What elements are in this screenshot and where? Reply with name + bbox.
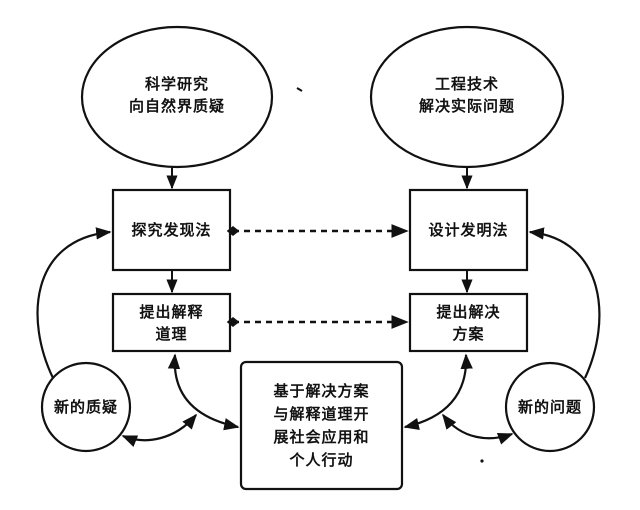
application-line-1: 基于解决方案 <box>273 381 370 400</box>
engineering-line-2: 解决实际问题 <box>418 97 515 115</box>
explanation-label: 提出解释 道理 <box>113 294 230 351</box>
new-problem-circle <box>504 361 596 453</box>
solution-box <box>408 292 529 353</box>
science-ellipse <box>80 25 274 169</box>
science-line-1: 科学研究 <box>144 75 209 93</box>
curve-explanation-to-application <box>167 353 240 431</box>
application-box <box>239 360 404 491</box>
curve-new-problem-to-design <box>528 227 601 379</box>
inquiry-method-label: 探究发现法 <box>113 190 230 270</box>
curve-solution-to-application <box>403 353 473 430</box>
scan-dot <box>480 459 484 463</box>
application-line-3: 展社会应用和 <box>273 427 370 446</box>
inquiry-method-line-1: 探究发现法 <box>131 221 212 239</box>
solution-line-1: 提出解决 <box>436 302 501 321</box>
application-line-4: 个人行动 <box>289 450 354 469</box>
new-problem-line-1: 新的问题 <box>517 398 582 416</box>
design-method-box <box>408 188 529 272</box>
solution-line-2: 方案 <box>452 324 485 343</box>
engineering-label: 工程技术 解决实际问题 <box>392 70 542 120</box>
science-label: 科学研究 向自然界质疑 <box>102 70 252 120</box>
engineering-line-1: 工程技术 <box>434 75 499 93</box>
design-method-label: 设计发明法 <box>410 190 527 270</box>
new-problem-label: 新的问题 <box>506 385 594 429</box>
science-line-2: 向自然界质疑 <box>128 97 225 115</box>
explanation-line-1: 提出解释 <box>139 302 204 321</box>
new-doubt-circle <box>40 361 132 453</box>
solution-label: 提出解决 方案 <box>410 294 527 351</box>
application-line-2: 与解释道理开 <box>273 404 370 423</box>
curve-new-doubt-to-inquiry <box>36 227 112 379</box>
curve-new-problem-link <box>442 413 514 445</box>
new-doubt-label: 新的质疑 <box>42 385 130 429</box>
application-label: 基于解决方案 与解释道理开 展社会应用和 个人行动 <box>241 362 402 489</box>
new-doubt-line-1: 新的质疑 <box>53 398 118 416</box>
design-method-line-1: 设计发明法 <box>428 221 509 239</box>
curve-new-doubt-link <box>121 413 197 447</box>
scan-speck <box>296 87 303 92</box>
explanation-line-2: 道理 <box>155 324 188 343</box>
